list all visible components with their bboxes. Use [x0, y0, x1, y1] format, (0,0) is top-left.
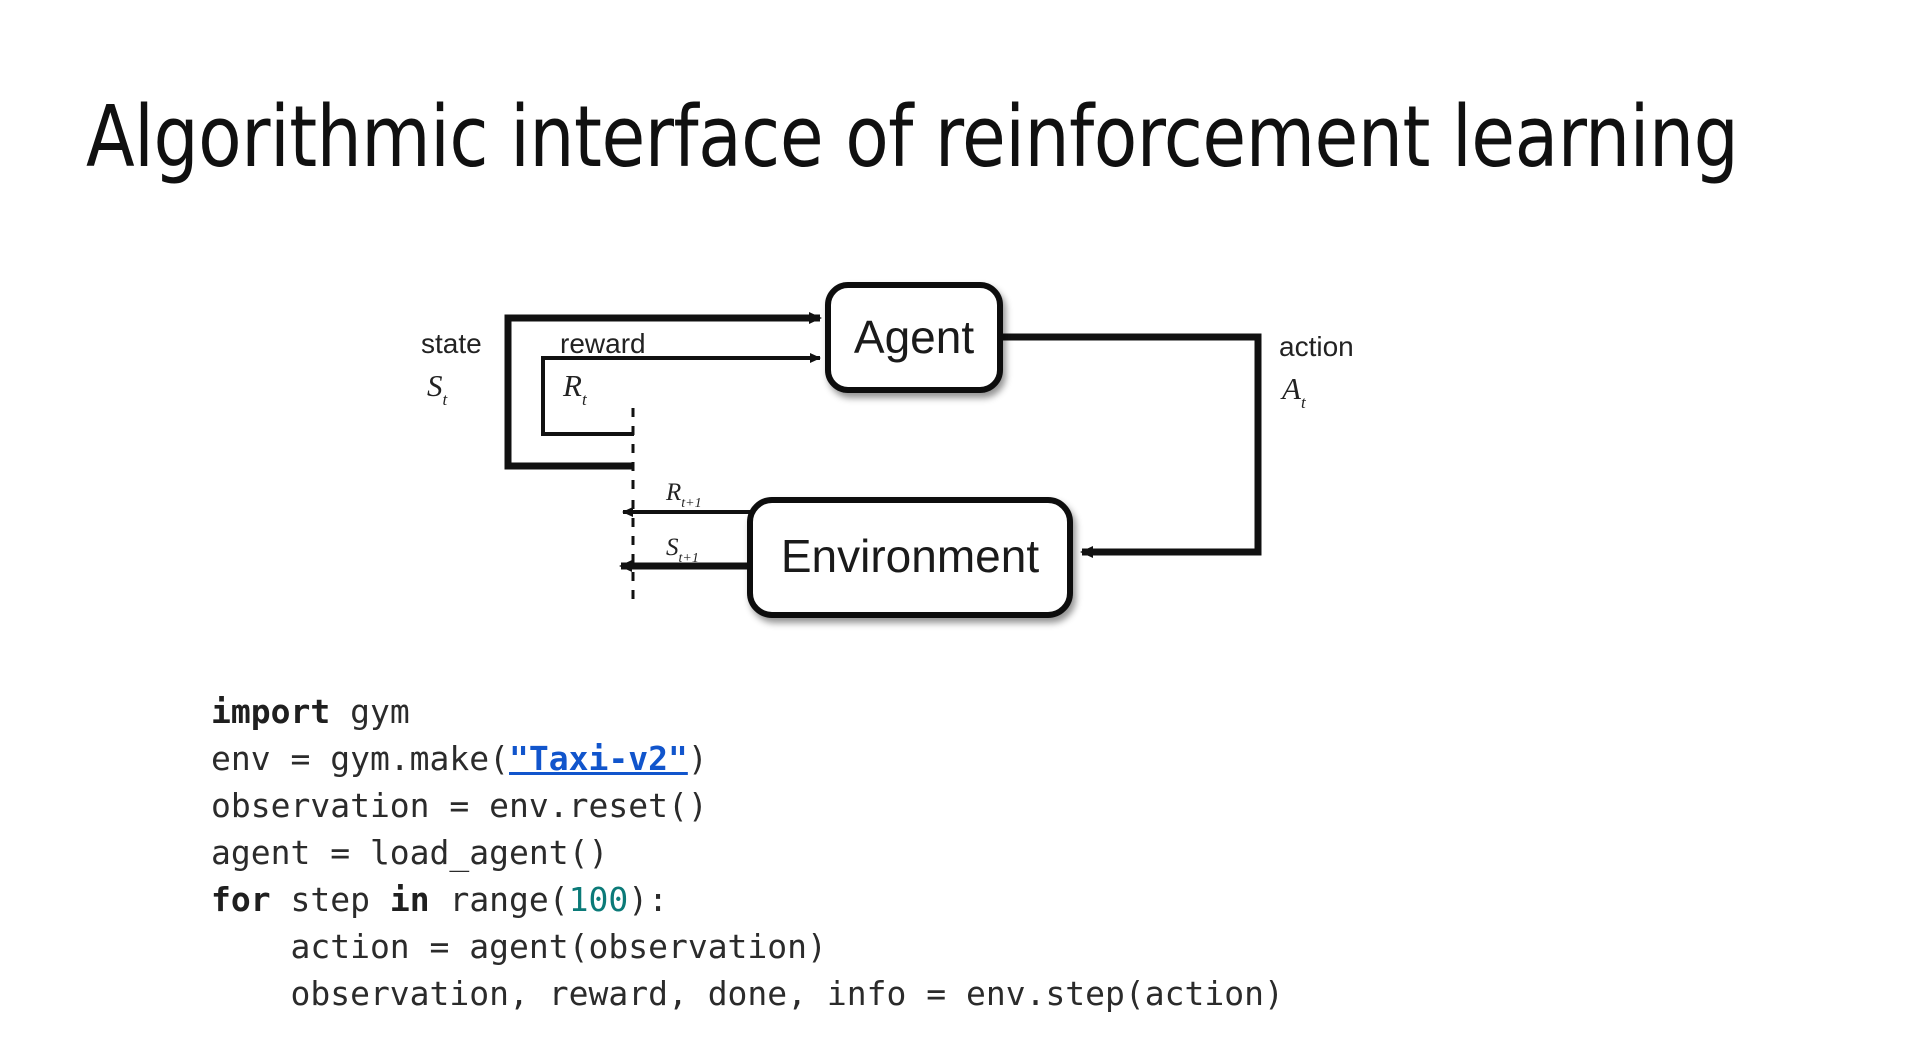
state-next-label: St+1 — [666, 534, 699, 566]
action-path — [1000, 333, 1262, 558]
state-label-word: state — [421, 328, 482, 359]
code-line: for step in range(100): — [211, 876, 1284, 923]
action-label-symbol: At — [1280, 371, 1307, 412]
state-feedback-path — [504, 312, 822, 470]
code-text: range( — [429, 880, 569, 919]
code-line: env = gym.make("Taxi-v2") — [211, 735, 1284, 782]
reward-next-label: Rt+1 — [665, 479, 702, 511]
action-label-word: action — [1279, 331, 1354, 362]
rl-loop-diagram: Agent Environment state St reward Rt act… — [0, 200, 1920, 640]
code-text: ) — [687, 739, 708, 778]
code-text: step — [270, 880, 390, 919]
reward-label-word: reward — [560, 328, 646, 359]
code-text: ): — [628, 880, 669, 919]
state-label-symbol: St — [427, 368, 449, 409]
code-text: observation, reward, done, info = env.st… — [211, 974, 1284, 1013]
environment-box: Environment — [747, 497, 1073, 618]
environment-box-label: Environment — [781, 530, 1039, 582]
code-line: observation, reward, done, info = env.st… — [211, 970, 1284, 1017]
code-number: 100 — [568, 880, 629, 919]
code-text: gym — [330, 692, 410, 731]
page-title: Algorithmic interface of reinforcement l… — [86, 87, 1739, 187]
code-keyword: import — [211, 692, 331, 731]
code-text: observation = env.reset() — [211, 786, 708, 825]
code-line: agent = load_agent() — [211, 829, 1284, 876]
code-text: agent = load_agent() — [211, 833, 609, 872]
code-line: import gym — [211, 688, 1284, 735]
code-line: observation = env.reset() — [211, 782, 1284, 829]
env-id-link[interactable]: "Taxi-v2" — [509, 739, 688, 778]
agent-box: Agent — [825, 282, 1003, 393]
reward-feedback-path — [541, 353, 821, 436]
code-text: action = agent(observation) — [211, 927, 827, 966]
code-text: env = gym.make( — [211, 739, 510, 778]
diagram-labels: state St reward Rt action At Rt+1 St+1 — [421, 328, 1354, 566]
reward-label-symbol: Rt — [562, 368, 588, 409]
agent-box-label: Agent — [854, 311, 974, 363]
diagram-connectors — [504, 312, 1262, 600]
code-keyword: in — [389, 880, 430, 919]
code-keyword: for — [211, 880, 271, 919]
code-line: action = agent(observation) — [211, 923, 1284, 970]
